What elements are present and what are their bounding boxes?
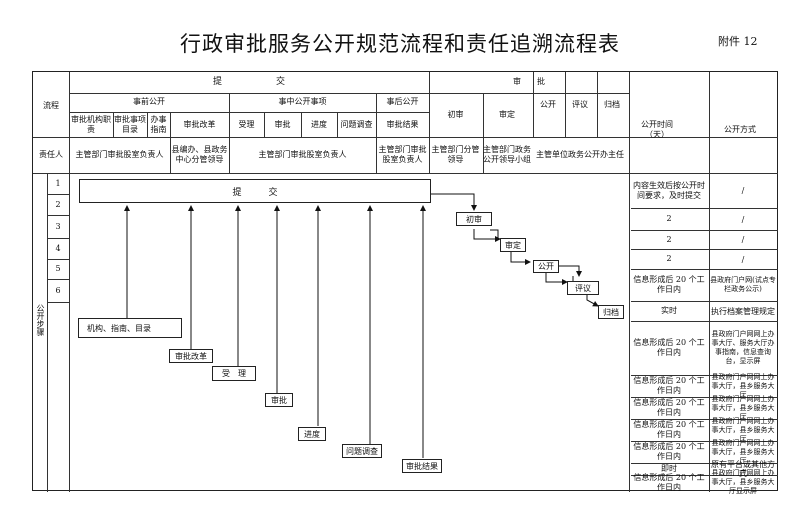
publish-time-cell: 信息形成后 20 个工作日内 [633, 275, 705, 294]
result-box: 审批结果 [402, 459, 442, 473]
inquiry-box: 问题调查 [342, 444, 382, 458]
responsible-final: 主管部门政务公开领导小组 [483, 145, 531, 164]
publish-method-header: 公开方式 [724, 125, 756, 134]
agency-duty-header: 审批机构职责 [71, 114, 111, 134]
publish-method-cell: / [741, 214, 745, 224]
step-3: 3 [55, 221, 61, 231]
publish-method-cell: 县政府门户网(试点专栏政务公示) [710, 276, 776, 293]
responsible-rest: 主管单位政务公开办主任 [536, 150, 624, 159]
publish-method-cell: / [741, 235, 745, 244]
initial-box: 初审 [456, 212, 492, 226]
evaluate-box: 评议 [567, 281, 599, 295]
responsible-label: 责任人 [39, 150, 63, 159]
publish-time-cell: 信息形成后 20 个工作日内 [633, 398, 705, 417]
progress-header: 进度 [311, 119, 327, 129]
publish-time-cell: 信息形成后 20 个工作日内 [633, 420, 705, 439]
publish-box: 公开 [533, 260, 559, 273]
guide-box: 机构、指南、目录 [78, 318, 182, 338]
accept-header: 受理 [238, 119, 255, 129]
publish-method-cell: 县政府门户网网上办事大厅，县乡服务大厅显示屏 [711, 469, 775, 495]
steps-label: 公开步骤 [36, 304, 45, 336]
review-header: 审批 [274, 119, 291, 129]
publish-method-cell: 县政府门户网网上办事大厅，县乡服务大厅 [711, 438, 775, 465]
mid-public-header: 事中公开事项 [278, 96, 327, 106]
inquiry-header: 问题调查 [340, 119, 373, 129]
responsible-reform: 县编办、县政务中心分管领导 [171, 145, 228, 164]
page-title: 行政审批服务公开规范流程和责任追溯流程表 [180, 32, 620, 56]
publish-time-header: 公开时间（天） [641, 120, 673, 139]
review-box: 审批 [265, 393, 293, 407]
publish-method-cell: 县政府门户网网上办事大厅、服务大厅办事指南，信息查询台，显示屏 [711, 330, 775, 365]
responsible-post: 主管部门审批股室负责人 [378, 145, 427, 164]
final-header: 审定 [499, 109, 515, 119]
archive-header: 归档 [604, 99, 620, 109]
result-header: 审批结果 [386, 119, 419, 129]
publish-time-cell: 信息形成后 20 个工作日内 [633, 376, 705, 395]
pre-public-header: 事前公开 [133, 96, 165, 106]
publish-time-cell: 信息形成后 20 个工作日内 [633, 472, 705, 492]
progress-box: 进度 [298, 427, 326, 441]
step-2: 2 [55, 199, 61, 209]
publish-method-cell: / [741, 186, 745, 195]
final-box: 审定 [500, 238, 526, 252]
responsible-pre: 主管部门审批股室负责人 [75, 150, 164, 159]
post-public-header: 事后公开 [386, 96, 419, 106]
flow-table [32, 71, 778, 492]
archive-box: 归档 [598, 305, 624, 319]
accept-box: 受 理 [212, 366, 256, 381]
submit-box: 提 交 [79, 179, 431, 203]
publish-time-cell: 2 [666, 214, 672, 223]
publish-time-cell: 信息形成后 20 个工作日内 [633, 338, 705, 357]
initial-header: 初审 [447, 109, 464, 119]
publish-method-cell: 原有平台或其他方式 [711, 460, 775, 478]
step-1: 1 [55, 178, 61, 188]
publish-time-cell: 2 [666, 234, 672, 244]
approval-header: 审 批 [513, 77, 545, 86]
step-6: 6 [55, 285, 61, 295]
submit-header: 提 交 [212, 77, 285, 87]
reform-box: 审批改革 [169, 349, 213, 363]
publish-time-cell: 信息形成后 20 个工作日内 [633, 442, 705, 461]
responsible-mid: 主管部门审批股室负责人 [258, 150, 347, 159]
publish-method-cell: 县政府门户网网上办事大厅，县乡服务大厅 [711, 416, 775, 443]
publish-method-cell: 县政府门户网网上办事大厅，县乡服务大厅 [711, 372, 775, 399]
publish-time-cell: 内容生效后按公开时间要求，及时提交 [633, 180, 705, 200]
publish-method-cell: 执行档案管理规定 [711, 306, 775, 316]
process-header: 流程 [43, 101, 59, 110]
publish-header: 公开 [540, 99, 556, 109]
step-5: 5 [55, 264, 61, 273]
guide-header: 办事指南 [150, 114, 167, 134]
publish-time-cell: 2 [666, 254, 672, 263]
step-4: 4 [55, 243, 61, 253]
publish-time-cell: 实时 [661, 306, 677, 315]
evaluate-header: 评议 [572, 99, 588, 109]
publish-time-cell: 即时 [661, 464, 677, 473]
reform-header: 审批改革 [183, 119, 216, 129]
publish-method-cell: 县政府门户网网上办事大厅，县乡服务大厅 [711, 394, 775, 421]
publish-method-cell: / [741, 254, 745, 264]
item-directory-header: 审批事项目录 [114, 114, 146, 134]
responsible-initial: 主管部门分管领导 [431, 145, 480, 164]
attachment-label: 附件 12 [718, 35, 758, 48]
